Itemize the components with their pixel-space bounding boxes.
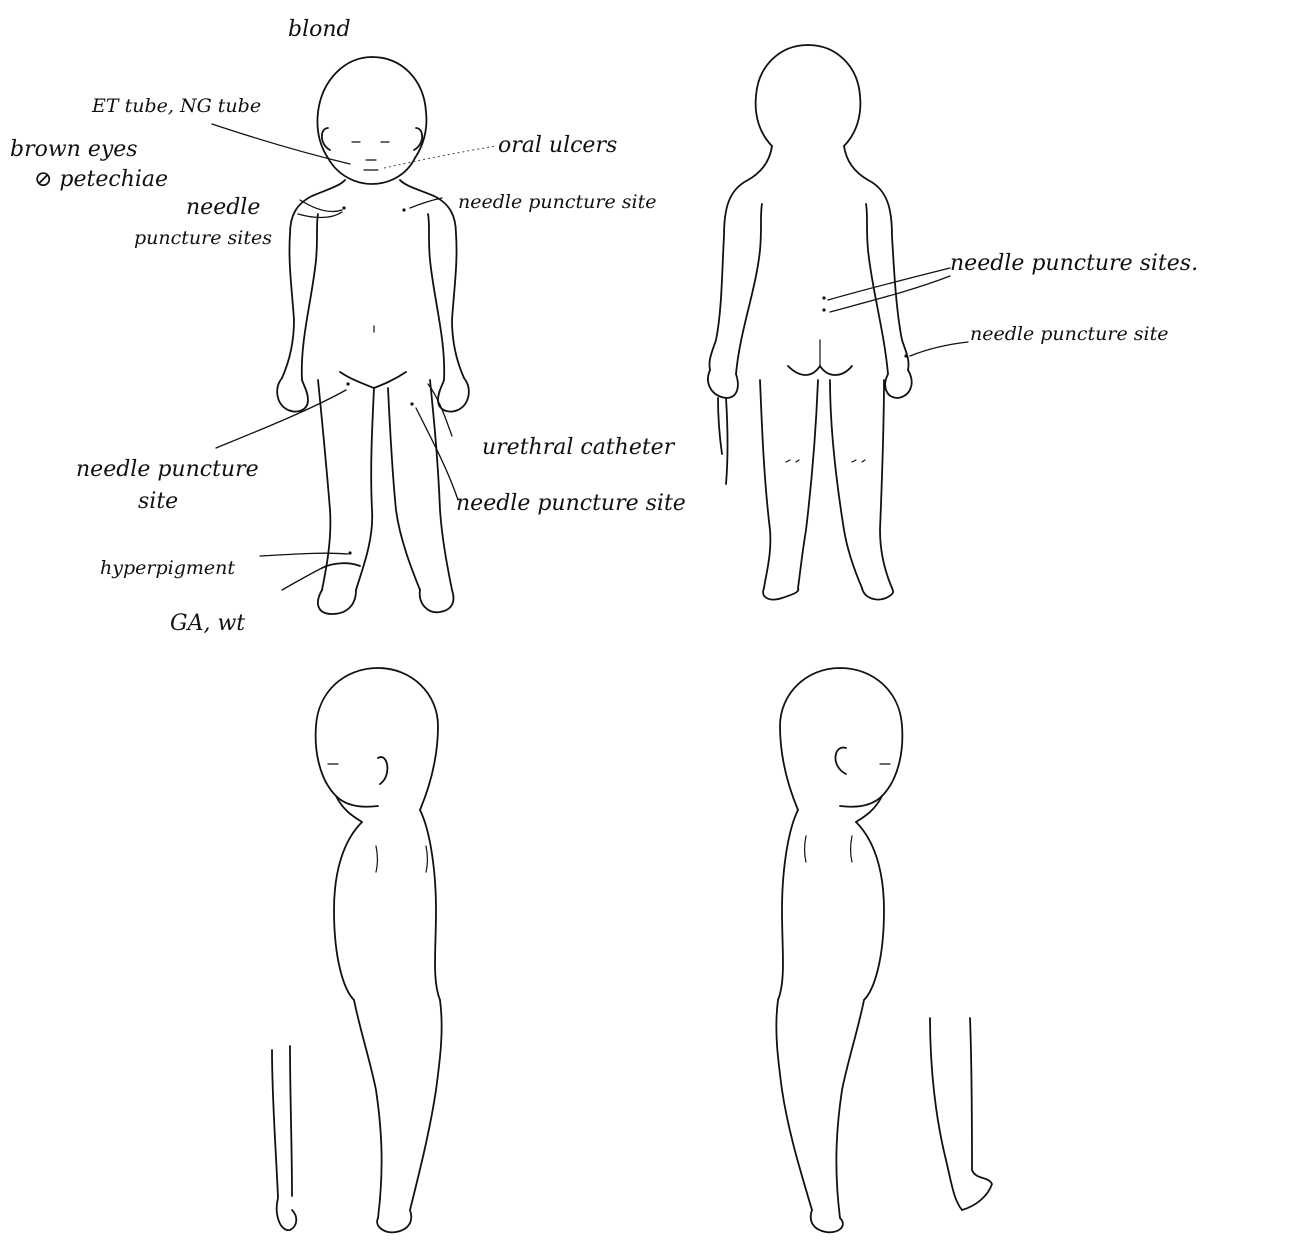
- neck-sites-note-line2: puncture sites: [134, 227, 272, 249]
- left-lateral-view-figure: [272, 668, 442, 1232]
- neck-sites-note-line1: needle: [186, 195, 260, 220]
- hand-site-note: needle puncture site: [970, 323, 1168, 345]
- tubes-note: ET tube, NG tube: [91, 95, 261, 117]
- shoulder-site-note: needle puncture site: [458, 191, 656, 213]
- groin-site-note-line2: site: [138, 489, 178, 514]
- back-annotations: needle puncture sites. needle puncture s…: [950, 251, 1198, 345]
- ankle-ga-note: GA, wt: [170, 611, 245, 636]
- petechiae-note: ⊘ petechiae: [34, 167, 168, 192]
- front-annotations: blond ET tube, NG tube brown eyes ⊘ pete…: [10, 17, 686, 636]
- catheter-note: urethral catheter: [482, 435, 676, 460]
- front-view-figure: [277, 57, 469, 614]
- lumbar-sites-note: needle puncture sites.: [950, 251, 1198, 276]
- eyes-note: brown eyes: [10, 137, 138, 162]
- hair-note: blond: [288, 17, 351, 42]
- ankle-pigment-note: hyperpigment: [100, 557, 235, 579]
- groin-site-note-line1: needle puncture: [76, 457, 259, 482]
- front-leader-lines: [212, 124, 496, 590]
- thigh-site-note: needle puncture site: [456, 491, 686, 516]
- right-lateral-view-figure: [776, 668, 992, 1232]
- back-view-figure: [708, 45, 912, 600]
- oral-ulcers-note: oral ulcers: [498, 133, 617, 158]
